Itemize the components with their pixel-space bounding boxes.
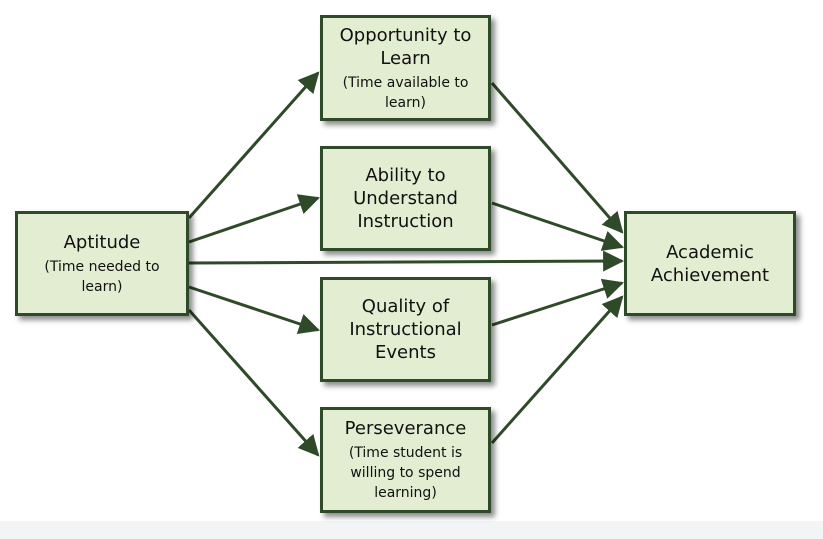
bottom-band xyxy=(0,521,823,539)
node-title: Opportunity to Learn xyxy=(339,24,472,69)
node-title: Perseverance xyxy=(344,418,467,439)
node-aptitude: Aptitude (Time needed to learn) xyxy=(15,211,189,316)
node-subtitle: (Time available to learn) xyxy=(342,74,469,111)
arrow-quality-to-academic xyxy=(491,278,624,327)
node-opportunity-to-learn: Opportunity to Learn (Time available to … xyxy=(320,15,491,121)
arrow-aptitude-to-ability xyxy=(188,194,320,244)
arrow-aptitude-to-academic xyxy=(188,250,625,272)
node-subtitle: (Time needed to learn) xyxy=(44,258,160,295)
arrow-aptitude-to-quality xyxy=(188,285,320,334)
arrow-ability-to-academic xyxy=(491,201,624,251)
arrow-perseverance-to-academic xyxy=(490,295,624,444)
node-title: Aptitude xyxy=(63,231,141,253)
node-academic-achievement: Academic Achievement xyxy=(624,211,796,316)
node-title: Ability to Understand Instruction xyxy=(353,165,458,232)
node-title: Academic Achievement xyxy=(650,241,770,286)
node-perseverance: Perseverance (Time student is willing to… xyxy=(320,407,491,513)
node-title: Quality of Instructional Events xyxy=(349,296,462,363)
node-subtitle: (Time student is willing to spend learni… xyxy=(348,445,463,501)
arrow-aptitude-to-opportunity xyxy=(187,71,320,219)
arrow-opportunity-to-academic xyxy=(490,82,624,234)
node-ability-to-understand-instruction: Ability to Understand Instruction xyxy=(320,146,491,251)
arrow-aptitude-to-perseverance xyxy=(187,309,320,457)
node-quality-of-instructional-events: Quality of Instructional Events xyxy=(320,277,491,382)
